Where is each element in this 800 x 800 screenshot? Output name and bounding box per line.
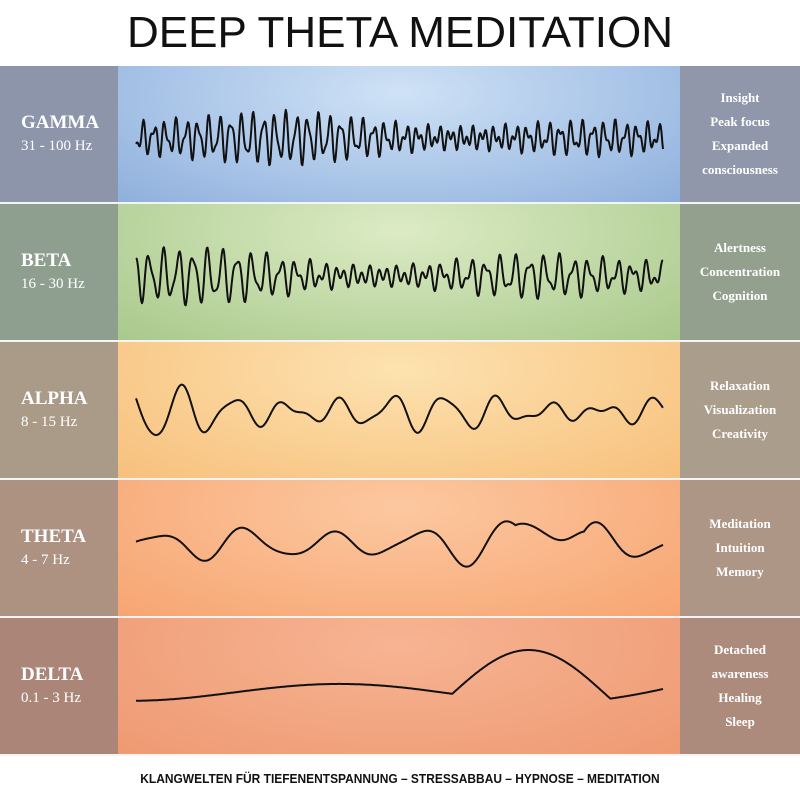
alpha-wave-path xyxy=(135,383,664,436)
band-frequency-range: 4 - 7 Hz xyxy=(21,552,70,568)
band-frequency-range: 0.1 - 3 Hz xyxy=(21,690,81,706)
gamma-wave-path xyxy=(135,108,664,167)
delta-wave-path xyxy=(135,649,664,702)
band-gamma-wave-panel xyxy=(118,66,680,202)
band-gamma-label: GAMMA 31 - 100 Hz xyxy=(0,66,118,202)
page-title: DEEP THETA MEDITATION xyxy=(126,8,673,57)
band-beta-wave-panel xyxy=(118,204,680,340)
band-name: BETA xyxy=(21,250,72,271)
trait: Intuition xyxy=(715,540,765,555)
band-gamma: GAMMA 31 - 100 Hz Insight Peak focus Exp… xyxy=(0,66,800,204)
alpha-wave-icon xyxy=(135,383,664,436)
trait: Healing xyxy=(718,690,762,705)
band-theta: THETA 4 - 7 Hz Meditation Intuition Memo… xyxy=(0,480,800,618)
theta-wave-path xyxy=(135,520,664,568)
trait: Expanded xyxy=(711,138,769,153)
band-alpha: ALPHA 8 - 15 Hz Relaxation Visualization… xyxy=(0,342,800,480)
delta-wave-icon xyxy=(135,649,664,702)
trait: Peak focus xyxy=(710,114,770,129)
trait: Insight xyxy=(720,90,760,105)
band-name: THETA xyxy=(21,526,87,547)
trait: Concentration xyxy=(699,264,781,279)
band-theta-traits: Meditation Intuition Memory xyxy=(680,480,800,616)
band-delta-traits: Detached awareness Healing Sleep xyxy=(680,618,800,754)
beta-wave-icon xyxy=(135,246,664,307)
trait: consciousness xyxy=(702,162,778,177)
trait: Creativity xyxy=(711,426,769,441)
band-beta-label: BETA 16 - 30 Hz xyxy=(0,204,118,340)
band-delta: DELTA 0.1 - 3 Hz Detached awareness Heal… xyxy=(0,618,800,756)
band-frequency-range: 8 - 15 Hz xyxy=(21,414,78,430)
trait: Sleep xyxy=(725,714,755,729)
band-beta: BETA 16 - 30 Hz Alertness Concentration … xyxy=(0,204,800,342)
band-alpha-wave-panel xyxy=(118,342,680,478)
band-delta-wave-panel xyxy=(118,618,680,754)
theta-wave-icon xyxy=(135,520,664,568)
band-alpha-label: ALPHA 8 - 15 Hz xyxy=(0,342,118,478)
trait: Detached xyxy=(714,642,766,657)
trait: Memory xyxy=(716,564,764,579)
band-name: DELTA xyxy=(21,664,84,685)
band-frequency-range: 31 - 100 Hz xyxy=(21,138,93,154)
band-name: GAMMA xyxy=(21,112,100,133)
brainwave-bands: GAMMA 31 - 100 Hz Insight Peak focus Exp… xyxy=(0,66,800,756)
band-alpha-traits: Relaxation Visualization Creativity xyxy=(680,342,800,478)
trait: Cognition xyxy=(712,288,768,303)
band-delta-label: DELTA 0.1 - 3 Hz xyxy=(0,618,118,754)
trait: Relaxation xyxy=(710,378,770,393)
trait: Alertness xyxy=(714,240,766,255)
gamma-wave-icon xyxy=(135,108,664,167)
band-beta-traits: Alertness Concentration Cognition xyxy=(680,204,800,340)
trait: Meditation xyxy=(709,516,771,531)
beta-wave-path xyxy=(135,246,664,307)
band-frequency-range: 16 - 30 Hz xyxy=(21,276,85,292)
footer-tagline: KLANGWELTEN FÜR TIEFENENTSPANNUNG – STRE… xyxy=(140,770,660,786)
band-theta-wave-panel xyxy=(118,480,680,616)
band-name: ALPHA xyxy=(21,388,88,409)
trait: Visualization xyxy=(703,402,777,417)
band-gamma-traits: Insight Peak focus Expanded consciousnes… xyxy=(680,66,800,202)
trait: awareness xyxy=(711,666,769,681)
band-theta-label: THETA 4 - 7 Hz xyxy=(0,480,118,616)
